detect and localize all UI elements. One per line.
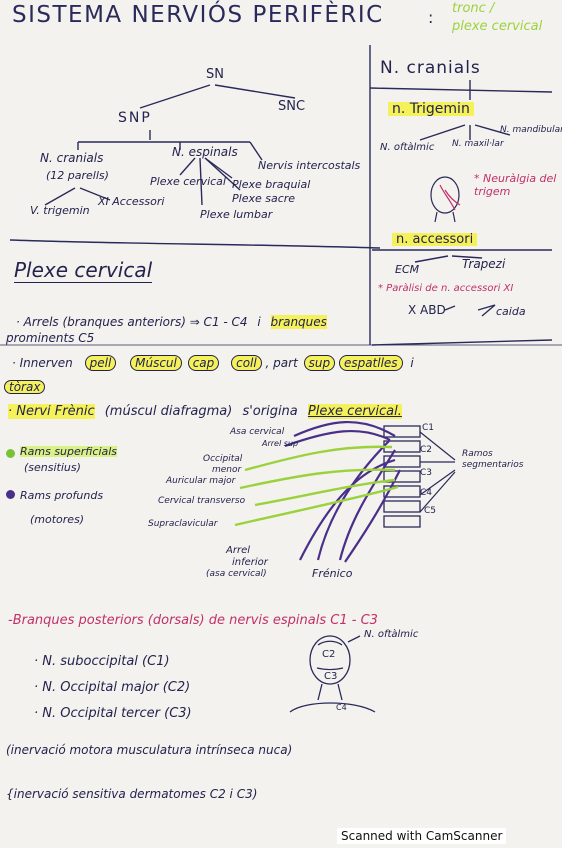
diagram-rams-seg-2: segmentarios bbox=[462, 460, 524, 470]
box-mandibular: N. mandibular bbox=[500, 125, 562, 135]
box-maxil: N. maxil·lar bbox=[452, 139, 504, 149]
innerven-text: · Innerven bbox=[12, 356, 73, 370]
posterior-item-1: · N. suboccipital (C1) bbox=[34, 654, 170, 669]
diagram-supra: Supraclavicular bbox=[148, 519, 218, 529]
posterior-head-sketch bbox=[289, 635, 376, 713]
tree-snp: SNP bbox=[118, 110, 152, 126]
green-dot-icon bbox=[6, 449, 15, 458]
innerven-line: · Innerven pell Múscul cap coll , part s… bbox=[12, 355, 414, 371]
legend-superficials-2: (sensitius) bbox=[24, 461, 81, 474]
arrels-line: · Arrels (branques anteriors) ⇒ C1 - C4 … bbox=[16, 315, 327, 329]
legend-profunds-2: (motores) bbox=[30, 513, 85, 526]
diagram-arrel-inf-2: inferior bbox=[232, 557, 268, 568]
innerven-torax: tòrax bbox=[4, 380, 46, 394]
box-trapezi: Trapezi bbox=[462, 257, 506, 271]
tree-trigemin: V. trigemin bbox=[30, 204, 90, 217]
arrels-i: i bbox=[257, 315, 261, 329]
posterior-c3: C3 bbox=[324, 671, 338, 682]
arrels-line-2: prominents C5 bbox=[6, 331, 95, 345]
frenic-plexe: Plexe cervical. bbox=[307, 404, 402, 419]
page-title: SISTEMA NERVIÓS PERIFÈRIC bbox=[12, 2, 384, 28]
frenic-origina: s'origina bbox=[242, 404, 298, 419]
frenic-line: · Nervi Frènic (múscul diafragma) s'orig… bbox=[8, 404, 402, 419]
head-sketch bbox=[430, 176, 460, 223]
posterior-motora: (inervació motora musculatura intrínseca… bbox=[6, 743, 293, 757]
title-colon: : bbox=[428, 8, 434, 27]
box-caida: caida bbox=[496, 305, 526, 318]
posterior-c4: C4 bbox=[336, 703, 347, 712]
box-trigemin-title: n. Trigemin bbox=[388, 102, 474, 116]
frenic-title: · Nervi Frènic bbox=[8, 404, 95, 419]
tree-root: SN bbox=[206, 67, 224, 82]
posterior-c2: C2 bbox=[322, 649, 336, 660]
vertebra-c3: C3 bbox=[420, 468, 433, 478]
diagram-arrel-inf: Arrel bbox=[226, 545, 250, 556]
innerven-part: , part bbox=[265, 356, 298, 370]
topic-line-1: tronc / bbox=[452, 1, 495, 16]
section-title: Plexe cervical bbox=[14, 258, 153, 283]
box-title: N. cranials bbox=[380, 58, 481, 78]
box-oftalmic: N. oftàlmic bbox=[380, 142, 435, 153]
innerven-coll: coll bbox=[231, 355, 262, 371]
arrels-text: · Arrels (branques anteriors) ⇒ C1 - C4 bbox=[16, 315, 248, 329]
legend-superficials: Rams superficials bbox=[20, 445, 118, 458]
innerven-sup: sup bbox=[303, 355, 336, 371]
scanner-watermark: Scanned with CamScanner bbox=[337, 828, 507, 844]
diagram-arrel-inf-3: (asa cervical) bbox=[206, 569, 267, 579]
diagram-occipital: Occipital bbox=[203, 454, 243, 464]
box-neuralgia: * Neuràlgia del trigem bbox=[474, 172, 557, 199]
purple-dot-icon bbox=[6, 490, 15, 499]
box-abd: X ABD bbox=[408, 303, 446, 317]
diagram-cervical-transv: Cervical transverso bbox=[158, 496, 246, 506]
tree-accessori: XI Accessori bbox=[98, 195, 165, 208]
posterior-item-2: · N. Occipital major (C2) bbox=[34, 680, 191, 695]
diagram-menor: menor bbox=[212, 465, 242, 475]
innerven-musculs: Múscul bbox=[130, 355, 182, 371]
vertebra-c4: C4 bbox=[420, 488, 433, 498]
tree-intercostals: Nervis intercostals bbox=[258, 159, 361, 172]
innerven-i: i bbox=[410, 356, 414, 370]
diagram-asa-cervical: Asa cervical bbox=[230, 427, 285, 437]
innerven-cap: cap bbox=[187, 355, 220, 371]
innerven-pell: pell bbox=[84, 355, 117, 371]
frenic-desc: (múscul diafragma) bbox=[104, 404, 233, 419]
posterior-sensitiva: {inervació sensitiva dermatomes C2 i C3) bbox=[6, 787, 258, 801]
vertebrae bbox=[383, 425, 421, 528]
topic-line-2: plexe cervical bbox=[452, 19, 543, 34]
tree-espinals: N. espinals bbox=[172, 145, 238, 159]
box-ecm: ECM bbox=[395, 263, 420, 276]
posterior-item-3: · N. Occipital tercer (C3) bbox=[34, 706, 192, 721]
diagram-auricular: Auricular major bbox=[166, 476, 236, 486]
vertebra-c1: C1 bbox=[422, 423, 435, 433]
posterior-oftalmic: N. oftàlmic bbox=[364, 629, 419, 640]
tree-plexe-cervical: Plexe cervical bbox=[150, 175, 226, 188]
tree-snc: SNC bbox=[278, 99, 306, 114]
innerven-espatlles: espatlles bbox=[338, 355, 403, 371]
vertebra-c2: C2 bbox=[420, 445, 433, 455]
legend-profunds: Rams profunds bbox=[20, 489, 104, 502]
box-accessori-title: n. accessori bbox=[392, 233, 478, 246]
tree-plexe-lumbar: Plexe lumbar bbox=[200, 208, 273, 221]
tree-cranials: N. cranials bbox=[40, 151, 104, 165]
tree-plexe-sacre: Plexe sacre bbox=[232, 192, 296, 205]
tree-plexe-braquial: Plexe braquial bbox=[232, 178, 311, 191]
diagram-frenic: Frénico bbox=[312, 567, 353, 580]
vertebra-c5: C5 bbox=[424, 506, 437, 516]
tree-cranials-count: (12 parells) bbox=[46, 169, 109, 182]
arrels-branques: branques bbox=[270, 315, 327, 329]
diagram-arrel-sup: Arrel sup bbox=[262, 439, 299, 448]
box-paralisi: * Paràlisi de n. accessori XI bbox=[378, 283, 514, 294]
posterior-title: -Branques posteriors (dorsals) de nervis… bbox=[8, 613, 378, 628]
diagram-rams-seg: Ramos bbox=[462, 449, 493, 459]
